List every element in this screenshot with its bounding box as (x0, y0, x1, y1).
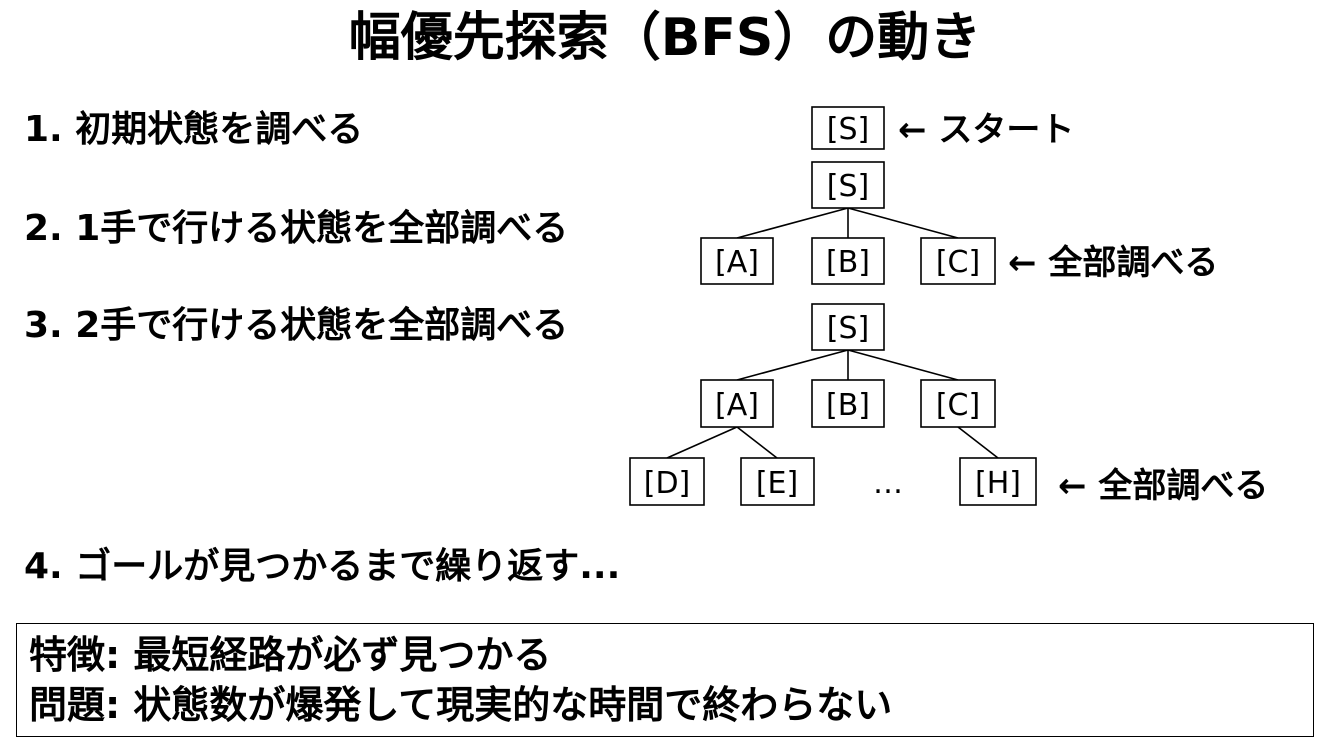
ellipsis: … (873, 466, 903, 501)
tree-1: [S] ← スタート (811, 106, 1074, 150)
node-b-tree3 (811, 379, 885, 428)
node-c-tree3-label: [C] (936, 388, 980, 423)
edge-s-a-tree3 (736, 349, 849, 381)
node-a-tree3-label: [A] (715, 388, 759, 423)
node-s-tree2 (811, 161, 885, 209)
node-a-tree2-label: [A] (715, 245, 759, 280)
node-s-tree2-label: [S] (827, 169, 869, 204)
tree-3: [S] [A] [B] [C] [D] [E] … [H] ← 全部調べる (629, 303, 1268, 506)
node-e-label: [E] (756, 466, 798, 501)
node-h-label: [H] (975, 466, 1021, 501)
tree-2: [S] [A] [B] [C] ← 全部調べる (700, 161, 1218, 285)
node-c-tree2 (920, 237, 996, 285)
problem-line: 問題: 状態数が爆発して現実的な時間で終わらない (29, 683, 893, 727)
all-checked-annotation-2: ← 全部調べる (1058, 466, 1268, 506)
node-e (740, 457, 815, 506)
node-c-tree3 (920, 379, 996, 428)
node-s-tree3 (811, 303, 885, 351)
node-b-tree2 (811, 237, 885, 285)
node-b-tree3-label: [B] (826, 388, 870, 423)
edge-c-h (957, 426, 999, 459)
node-h (959, 457, 1037, 506)
edge-s-c (847, 207, 959, 239)
edge-s-a (736, 207, 849, 239)
step-1-text: 1. 初期状態を調べる (24, 109, 364, 150)
node-d-label: [D] (644, 466, 691, 501)
all-checked-annotation-1: ← 全部調べる (1008, 243, 1218, 283)
feature-line: 特徴: 最短経路が必ず見つかる (29, 633, 552, 677)
page-title: 幅優先探索（BFS）の動き (348, 8, 982, 68)
node-a-tree3 (700, 379, 774, 428)
node-b-tree2-label: [B] (826, 245, 870, 280)
features-box: 特徴: 最短経路が必ず見つかる 問題: 状態数が爆発して現実的な時間で終わらない (16, 623, 1314, 737)
node-s-tree1-label: [S] (827, 112, 869, 147)
edge-s-c-tree3 (847, 349, 959, 381)
node-s-tree1 (811, 106, 885, 150)
start-annotation: ← スタート (898, 110, 1074, 150)
node-a-tree2 (700, 237, 774, 285)
node-c-tree2-label: [C] (936, 245, 980, 280)
edge-a-e (736, 426, 778, 459)
step-4-text: 4. ゴールが見つかるまで繰り返す... (24, 546, 621, 587)
step-3-text: 3. 2手で行ける状態を全部調べる (24, 305, 569, 346)
node-s-tree3-label: [S] (827, 311, 869, 346)
step-2-text: 2. 1手で行ける状態を全部調べる (24, 208, 569, 249)
node-d (629, 457, 705, 506)
edge-a-d (666, 426, 738, 459)
